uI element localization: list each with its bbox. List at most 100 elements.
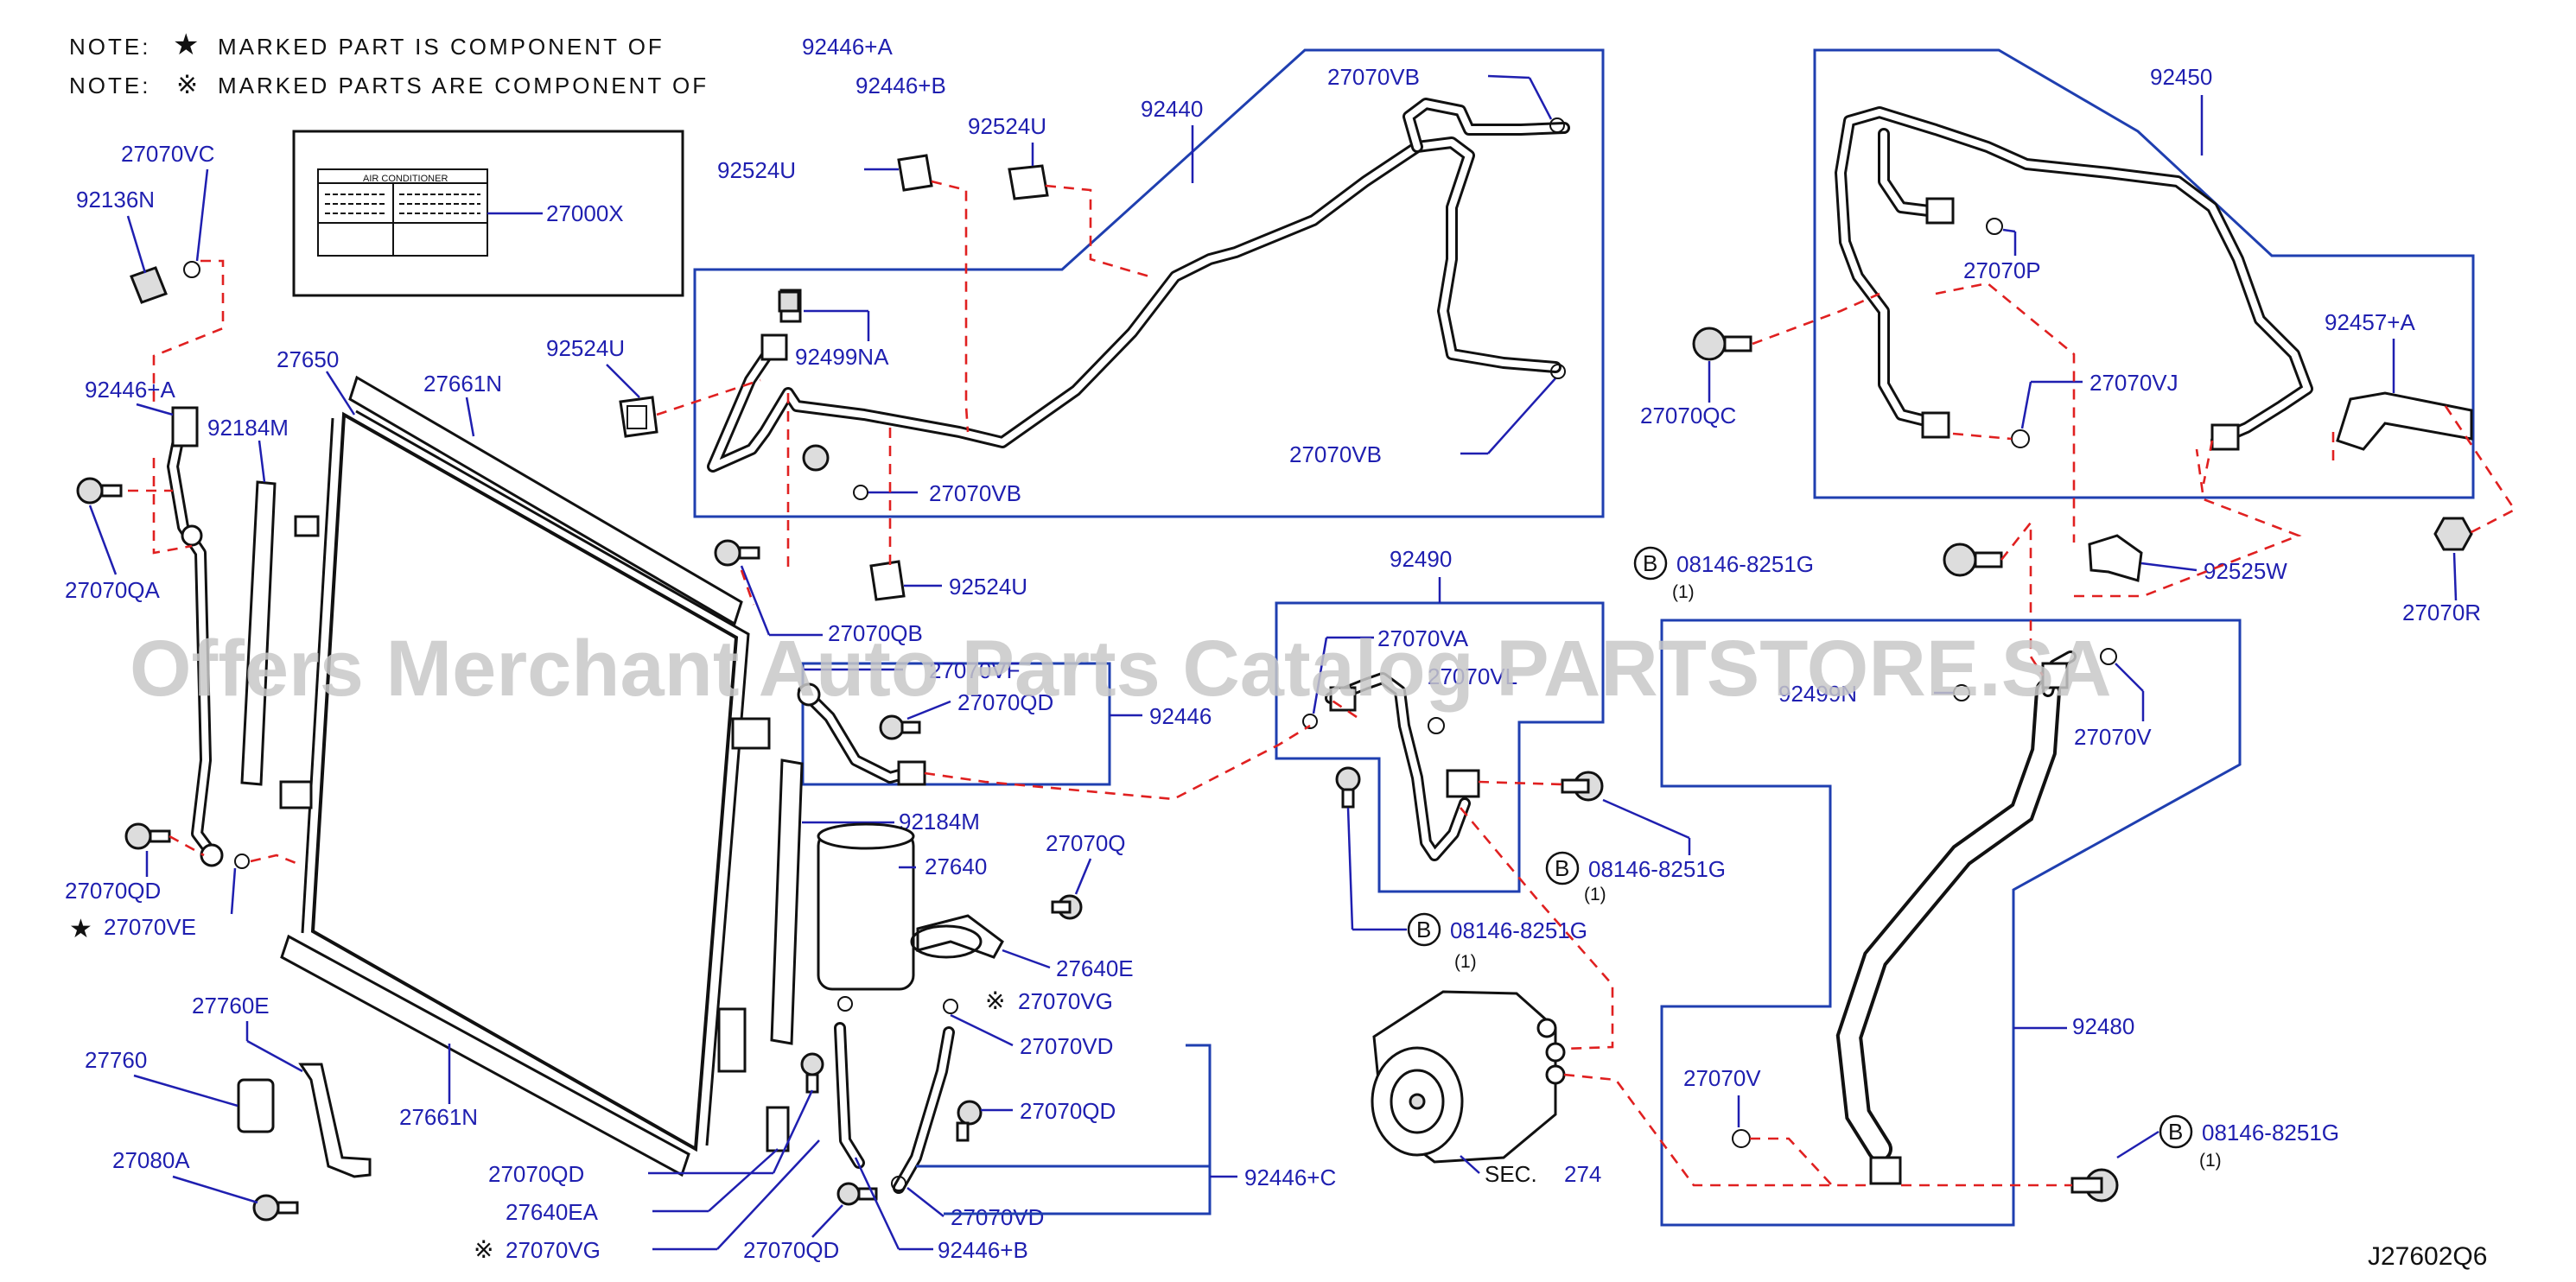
clip-92524U-left — [619, 396, 658, 438]
label-27070VB-top: 27070VB — [1327, 64, 1420, 90]
cap-92136N — [130, 261, 200, 304]
label-27070Q: 27070Q — [1046, 830, 1126, 856]
oring-27070V-b — [1732, 1129, 1751, 1148]
label-92457A: 92457+A — [2325, 309, 2415, 335]
bolt-27070QD-e — [836, 1182, 878, 1206]
side-seals — [240, 480, 804, 1045]
label-92446B: 92446+B — [938, 1237, 1028, 1263]
label-92524U-a: 92524U — [717, 157, 796, 183]
label-27070VD-a: 27070VD — [1020, 1033, 1113, 1059]
label-card-title: AIR CONDITIONER — [363, 174, 448, 184]
label-27070QD-left: 27070QD — [65, 878, 161, 904]
label-27070VB-right: 27070VB — [1289, 441, 1382, 467]
note-1-desc: MARKED PART IS COMPONENT OF — [218, 34, 665, 60]
label-27760: 27760 — [85, 1047, 147, 1073]
label-92490: 92490 — [1390, 546, 1452, 572]
label-27760E: 27760E — [192, 993, 270, 1019]
label-27640: 27640 — [925, 854, 987, 879]
oring-27070VB-mid — [853, 485, 868, 500]
label-92446: 92446 — [1149, 703, 1212, 729]
nut-27070R — [2433, 517, 2473, 551]
label-27070VD-b: 27070VD — [951, 1204, 1044, 1230]
bolt-08146-a — [1943, 543, 2003, 577]
bolt-27070QB — [714, 539, 760, 567]
hose-92480 — [1835, 651, 2077, 1185]
seal-92499NA — [778, 290, 800, 313]
label-27661N-bottom: 27661N — [399, 1104, 478, 1130]
label-27070VC: 27070VC — [121, 141, 214, 167]
pipe-92446 — [797, 682, 926, 786]
label-27070VG-b: 27070VG — [506, 1237, 601, 1263]
label-92446C: 92446+C — [1244, 1165, 1336, 1190]
pipe-92490 — [1325, 672, 1480, 861]
asterisk-marker-icon: ※ — [176, 71, 200, 99]
label-27640E: 27640E — [1056, 955, 1134, 981]
oring-27070P — [1986, 218, 2003, 235]
oring-27070VD — [943, 999, 958, 1014]
star-marker-icon-2: ★ — [69, 915, 92, 943]
label-92525W: 92525W — [2204, 558, 2287, 584]
b-marker-b: B — [1555, 855, 1569, 881]
label-27070QD-e: 27070QD — [743, 1237, 839, 1263]
label-27070VJ: 27070VJ — [2089, 370, 2178, 396]
label-27070VE: 27070VE — [104, 914, 196, 940]
condenser-core — [279, 375, 771, 1177]
note-2-desc: MARKED PARTS ARE COMPONENT OF — [218, 73, 709, 98]
pipe-92440 — [707, 98, 1570, 473]
label-92446A: 92446+A — [85, 377, 175, 403]
label-92524U-b: 92524U — [968, 113, 1046, 139]
callout-08146-c: B 08146-8251G (1) — [1407, 912, 1587, 972]
sec-label: SEC. — [1485, 1161, 1537, 1187]
asterisk-marker-icon-2: ※ — [985, 987, 1005, 1014]
label-08146-b: 08146-8251G — [1588, 856, 1726, 882]
label-27000X: 27000X — [546, 200, 624, 226]
label-27070VL: 27070VL — [1428, 663, 1517, 689]
callout-08146-a: B 08146-8251G (1) — [1633, 546, 1814, 602]
callout-08146-b: B 08146-8251G (1) — [1545, 851, 1726, 904]
dash-connectors — [128, 180, 2516, 1187]
bolt-92490-a — [1335, 766, 1361, 809]
label-card: AIR CONDITIONER 27000X — [292, 130, 684, 297]
clip-92524U-b — [1008, 164, 1049, 200]
label-27070QC: 27070QC — [1640, 403, 1736, 428]
label-27070QD-a: 27070QD — [957, 689, 1053, 715]
label-27070R: 27070R — [2402, 600, 2481, 625]
label-27070V-b: 27070V — [1683, 1065, 1761, 1091]
notes: NOTE: ★ MARKED PART IS COMPONENT OF 9244… — [69, 29, 946, 99]
bolt-08146-d — [2070, 1168, 2119, 1203]
clip-92524U-c — [869, 560, 906, 601]
oring-27070VG — [837, 996, 853, 1012]
label-08146-c: 08146-8251G — [1450, 917, 1587, 943]
label-92524U-c: 92524U — [949, 574, 1027, 600]
label-92499NA: 92499NA — [795, 344, 889, 370]
oring-27070VD-b — [891, 1176, 906, 1191]
label-27070VG-a: 27070VG — [1018, 988, 1113, 1014]
label-08146-d: 08146-8251G — [2202, 1120, 2339, 1146]
pipe-92446B — [766, 1022, 955, 1194]
oring-27070VJ — [2011, 429, 2030, 448]
pipe-92450 — [1835, 106, 2473, 451]
label-27661N-top: 27661N — [423, 371, 502, 397]
qty-c: (1) — [1454, 952, 1477, 972]
watermark: Offers Merchant Auto Parts Catalog PARTS… — [130, 625, 2112, 713]
clip-92524U-a — [897, 154, 933, 192]
label-27070VA: 27070VA — [1377, 625, 1469, 651]
oring-92499N — [1953, 684, 1970, 701]
diagram-id: J27602Q6 — [2368, 1242, 2487, 1271]
label-92524U-left: 92524U — [546, 335, 625, 361]
label-92184M-left: 92184M — [207, 415, 289, 441]
bolt-27070QD-d — [800, 1052, 824, 1094]
bolt-27070QC — [1692, 327, 1752, 361]
bolt-27070QA — [76, 477, 123, 505]
callout-08146-d: B 08146-8251G (1) — [2159, 1114, 2339, 1171]
bolt-27070QD-c — [956, 1100, 983, 1142]
label-92480: 92480 — [2072, 1013, 2134, 1039]
oring-27070VL — [1428, 717, 1445, 734]
sensor-27760 — [237, 1063, 372, 1222]
bolt-27070QD-left — [124, 822, 171, 850]
note-1-label: NOTE: — [69, 34, 150, 60]
label-92440: 92440 — [1141, 96, 1203, 122]
note-2-ref: 92446+B — [855, 73, 946, 98]
b-marker-d: B — [2168, 1119, 2183, 1145]
